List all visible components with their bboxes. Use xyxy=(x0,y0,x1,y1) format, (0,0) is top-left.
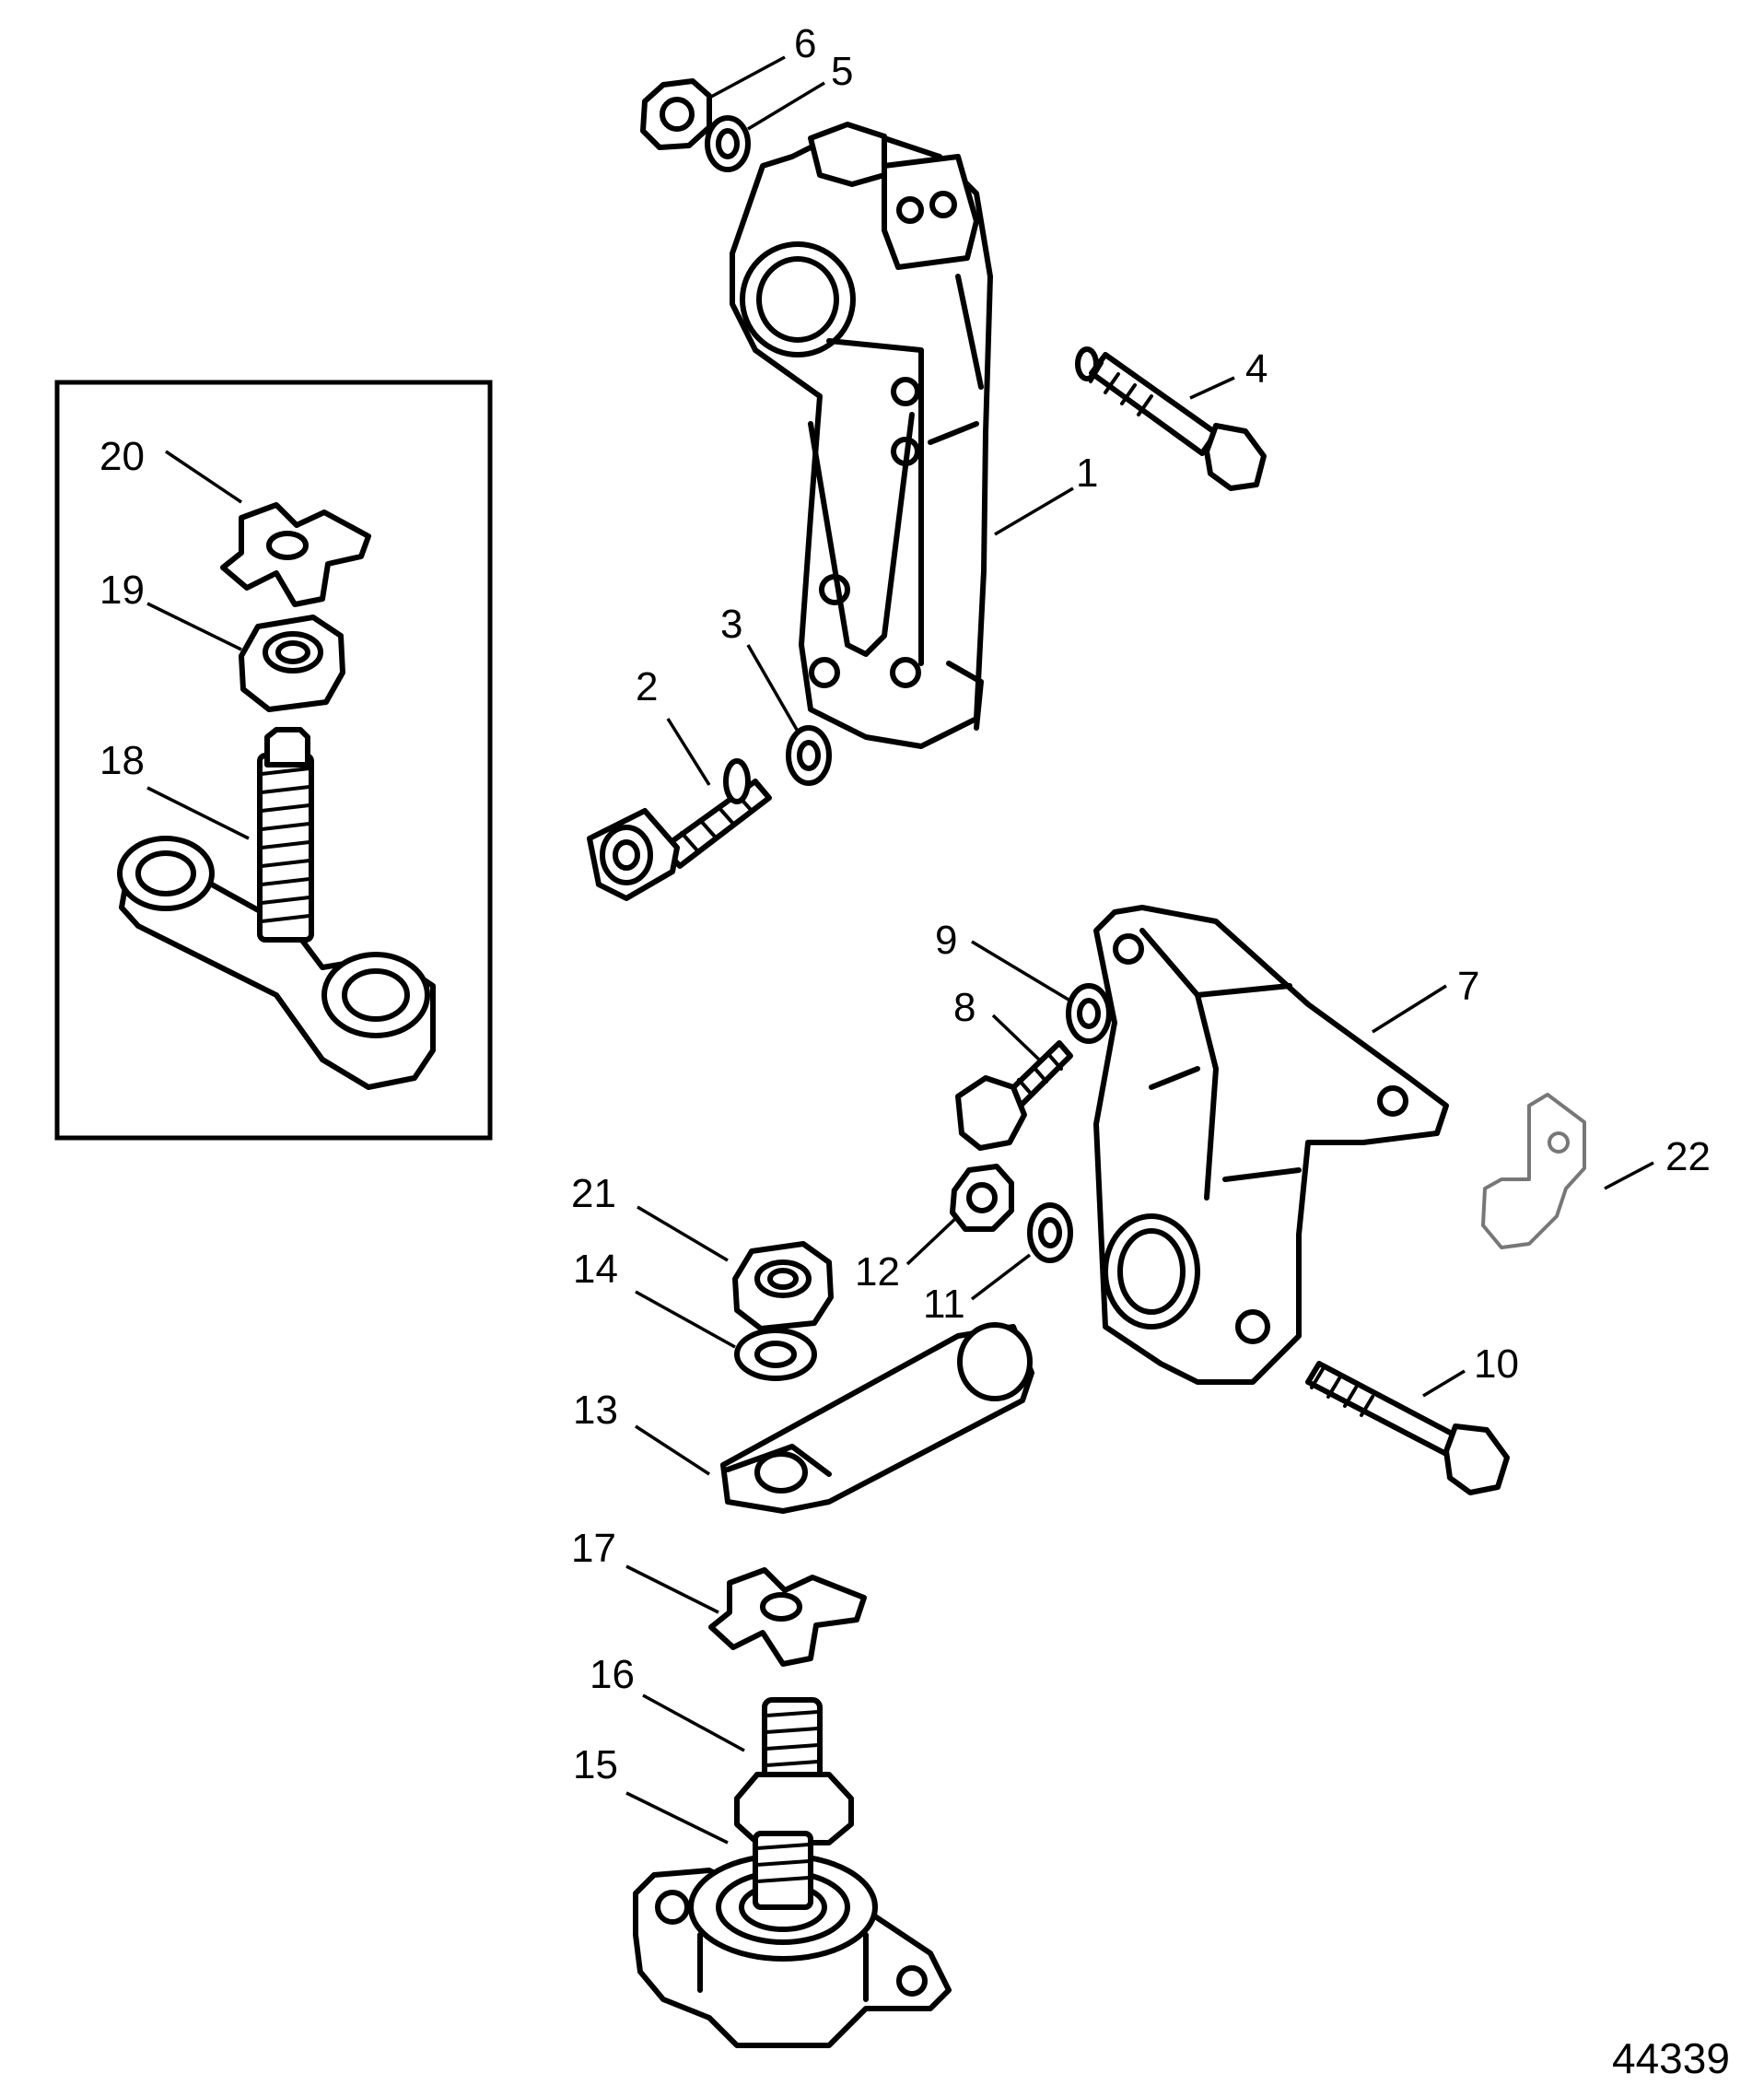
part-2-socket-screw xyxy=(587,758,772,901)
leader-18 xyxy=(146,786,250,840)
part-19-hex-nut xyxy=(239,615,345,712)
leader-3 xyxy=(746,644,799,731)
part-6-nut xyxy=(640,78,712,150)
callout-5: 5 xyxy=(831,49,853,94)
leader-16 xyxy=(642,1693,745,1752)
leader-11 xyxy=(970,1253,1032,1301)
callout-7: 7 xyxy=(1457,964,1479,1009)
callout-22: 22 xyxy=(1665,1134,1711,1179)
leader-17 xyxy=(625,1564,719,1614)
part-11-lockwasher xyxy=(1027,1202,1073,1263)
part-8-hex-bolt xyxy=(955,1040,1073,1151)
leader-20 xyxy=(165,450,242,504)
leader-6 xyxy=(710,55,786,99)
leader-4 xyxy=(1189,376,1235,400)
leader-21 xyxy=(637,1205,729,1262)
leader-2 xyxy=(666,718,711,786)
part-10-hex-bolt xyxy=(1305,1361,1510,1495)
part-3-lockwasher xyxy=(786,725,832,786)
callout-11: 11 xyxy=(923,1282,965,1327)
callout-8: 8 xyxy=(953,985,975,1030)
part-22-clamp xyxy=(1481,1093,1586,1249)
callout-labels: 1 2 3 4 5 6 7 8 9 10 11 12 13 14 15 16 1… xyxy=(99,21,1711,1787)
leader-5 xyxy=(747,81,825,131)
part-21-hex-nut xyxy=(732,1241,834,1331)
callout-19: 19 xyxy=(99,568,145,613)
leader-22 xyxy=(1604,1161,1654,1190)
leader-19 xyxy=(146,602,242,651)
callout-6: 6 xyxy=(794,21,816,66)
part-13-pivot-pin xyxy=(720,1322,1034,1514)
leader-12 xyxy=(905,1214,960,1266)
callout-20: 20 xyxy=(99,434,145,479)
part-5-lockwasher xyxy=(705,115,751,172)
part-1-bracket-arm xyxy=(730,122,993,749)
callout-3: 3 xyxy=(720,602,742,647)
leader-1 xyxy=(994,486,1074,536)
leader-8 xyxy=(991,1013,1041,1061)
leader-13 xyxy=(635,1424,710,1476)
leader-7 xyxy=(1372,984,1447,1034)
inset-frame xyxy=(54,380,493,1141)
callout-17: 17 xyxy=(571,1526,616,1571)
leader-14 xyxy=(635,1290,736,1349)
callout-1: 1 xyxy=(1076,451,1098,496)
leader-10 xyxy=(1422,1369,1466,1398)
callout-18: 18 xyxy=(99,738,145,783)
part-7-mount-bracket xyxy=(1093,905,1449,1385)
part-12-nut xyxy=(950,1164,1014,1232)
callout-16: 16 xyxy=(590,1652,635,1697)
callout-4: 4 xyxy=(1245,346,1268,392)
callout-13: 13 xyxy=(573,1388,618,1433)
callout-10: 10 xyxy=(1474,1341,1519,1387)
callout-2: 2 xyxy=(636,664,658,709)
callout-12: 12 xyxy=(855,1249,900,1295)
callout-9: 9 xyxy=(935,918,957,963)
callout-21: 21 xyxy=(571,1171,616,1216)
part-18-link-stud xyxy=(117,727,436,1090)
part-20-tab-washer xyxy=(220,502,371,607)
leader-15 xyxy=(625,1791,729,1845)
leader-lines xyxy=(146,55,1654,1845)
part-9-lockwasher xyxy=(1066,983,1112,1044)
part-17-tab-washer xyxy=(708,1567,867,1667)
part-16-stud xyxy=(734,1697,854,1845)
leader-9 xyxy=(971,940,1069,1002)
part-15-engine-mount xyxy=(633,1831,952,2048)
callout-14: 14 xyxy=(573,1247,618,1292)
callout-15: 15 xyxy=(573,1742,618,1787)
part-14-lockwasher xyxy=(734,1328,817,1381)
part-4-hex-bolt xyxy=(1075,346,1267,491)
figure-number: 44339 xyxy=(1612,2034,1730,2082)
